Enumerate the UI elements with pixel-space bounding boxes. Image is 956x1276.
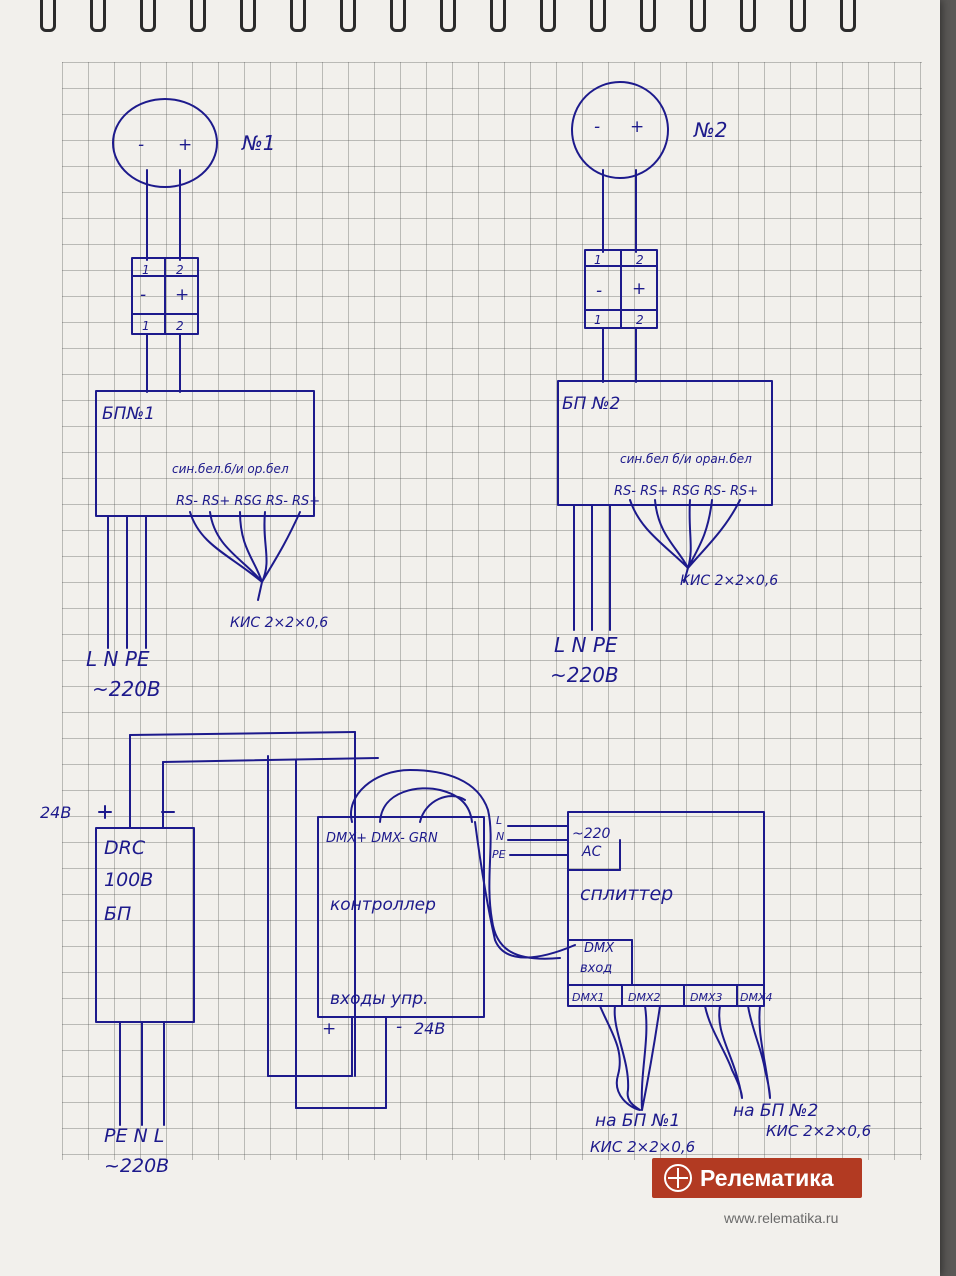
spiral-ring [740, 0, 756, 32]
lamp-2-label: №2 [693, 118, 728, 142]
spiral-ring [340, 0, 356, 32]
psu-2-rs-cable [629, 499, 741, 583]
psu-1-rs-cable [189, 511, 301, 601]
controller-dmx-loop [349, 769, 576, 960]
psu-1-voltage: ~220В [92, 677, 161, 701]
splitter-title: сплиттер [580, 883, 673, 905]
controller-plus: + [322, 1019, 336, 1039]
spiral-ring [690, 0, 706, 32]
psu-2-mains: L N PE [554, 633, 618, 657]
term-2-plus: + [632, 279, 646, 299]
lamp-1-label: №1 [241, 131, 276, 155]
term-2-bot-1: 1 [594, 313, 602, 327]
spiral-ring [40, 0, 56, 32]
psu-1-box [95, 390, 315, 517]
lamp-1 [112, 98, 218, 188]
term-1-top-2: 2 [176, 263, 184, 277]
controller-ports: DMX+ DMX- GRN [326, 831, 438, 846]
spiral-ring [90, 0, 106, 32]
controller-l: L [496, 814, 502, 827]
spiral-ring [840, 0, 856, 32]
term-2-bot-2: 2 [636, 313, 644, 327]
psu-2-box [557, 380, 773, 506]
drc-line-1: DRC [104, 837, 146, 859]
spiral-ring [540, 0, 556, 32]
splitter-ac-1: ~220 [572, 826, 611, 842]
brand-name: Релематика [700, 1164, 834, 1191]
psu-1-mains: L N PE [86, 647, 150, 671]
spiral-ring [790, 0, 806, 32]
spiral-ring [290, 0, 306, 32]
drc-24v: 24В [40, 803, 71, 822]
psu-1-pins: RS- RS+ RSG RS- RS+ [176, 494, 320, 509]
drc-line-3: БП [104, 903, 131, 925]
relematika-logo: Релематика [652, 1158, 862, 1198]
note-to-psu-2: на БП №2 [733, 1101, 818, 1121]
psu-2-pins: RS- RS+ RSG RS- RS+ [614, 484, 758, 499]
splitter-box [567, 811, 765, 1007]
controller-pe: PE [492, 848, 506, 861]
spiral-ring [490, 0, 506, 32]
grid-paper [62, 62, 922, 1160]
spiral-ring [140, 0, 156, 32]
psu-1-cable: КИС 2×2×0,6 [230, 615, 328, 631]
spiral-ring [240, 0, 256, 32]
term-2-minus: - [596, 281, 602, 301]
psu-2-cable: КИС 2×2×0,6 [680, 573, 778, 589]
term-2-top-2: 2 [636, 253, 644, 267]
spiral-ring [440, 0, 456, 32]
psu-1-colors: син.бел.б/и ор.бел [172, 462, 289, 476]
term-1-top-1: 1 [142, 263, 150, 277]
brand-url: www.relematika.ru [724, 1210, 839, 1226]
controller-24v: 24В [414, 1019, 445, 1038]
drc-mains: PE N L [104, 1125, 164, 1147]
controller-title: контроллер [330, 895, 436, 915]
term-1-bot-1: 1 [142, 319, 150, 333]
relematika-mark-icon [664, 1164, 692, 1192]
drc-line-2: 100В [104, 869, 153, 891]
drc-plus: + [100, 801, 114, 821]
splitter-out-1: DMX1 [572, 991, 605, 1004]
splitter-out-2: DMX2 [628, 991, 661, 1004]
lamp-1-plus: + [178, 135, 192, 155]
lamp-2 [571, 81, 669, 179]
note-to-psu-1: на БП №1 [595, 1111, 680, 1131]
spiral-ring [390, 0, 406, 32]
splitter-out-4: DMX4 [740, 991, 773, 1004]
controller-inputs: входы упр. [330, 989, 428, 1009]
lamp-1-minus: - [138, 135, 144, 155]
splitter-out-3: DMX3 [690, 991, 723, 1004]
controller-n: N [496, 830, 504, 843]
drc-psu-box [95, 827, 195, 1023]
drc-minus: - [165, 797, 171, 817]
spiral-ring [190, 0, 206, 32]
term-2-top-1: 1 [594, 253, 602, 267]
controller-minus: - [396, 1017, 402, 1037]
spiral-ring [590, 0, 606, 32]
psu-2-voltage: ~220В [550, 663, 619, 687]
term-1-minus: - [140, 285, 146, 305]
note-cable-psu-1: КИС 2×2×0,6 [590, 1138, 695, 1156]
psu-1-title: БП№1 [102, 404, 155, 424]
note-cable-psu-2: КИС 2×2×0,6 [766, 1122, 871, 1140]
splitter-out-cable-1 [599, 1005, 661, 1111]
splitter-input-2: вход [580, 961, 612, 976]
lamp-2-minus: - [594, 117, 600, 137]
splitter-out-cable-2 [704, 1005, 771, 1099]
splitter-ac-2: AC [581, 844, 602, 860]
drc-voltage: ~220В [104, 1155, 169, 1177]
term-1-bot-2: 2 [176, 319, 184, 333]
psu-2-colors: син.бел б/и оран.бел [620, 452, 752, 466]
controller-box [317, 816, 485, 1018]
lamp-2-plus: + [630, 117, 644, 137]
psu-2-title: БП №2 [562, 394, 620, 414]
splitter-input-1: DMX [584, 941, 615, 956]
term-1-plus: + [175, 285, 189, 305]
spiral-ring [640, 0, 656, 32]
